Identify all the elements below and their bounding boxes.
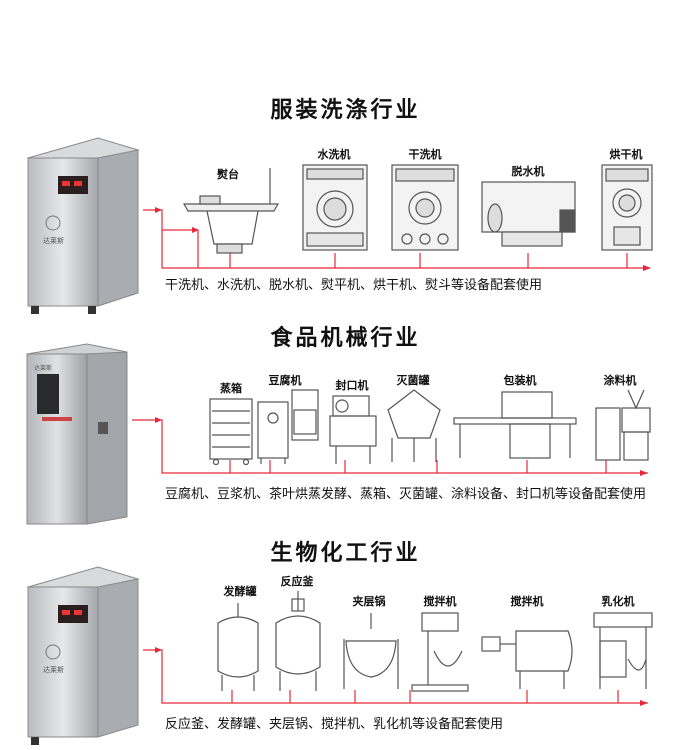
section-title: 食品机械行业 bbox=[270, 326, 421, 351]
machine-label-emulsifier: 乳化机 bbox=[601, 595, 635, 608]
tofu-machine-image bbox=[256, 388, 322, 466]
svg-text:达莱斯: 达莱斯 bbox=[43, 236, 64, 245]
mixer-1-image bbox=[408, 611, 472, 693]
packaging-machine-image bbox=[452, 388, 578, 464]
steam-pipe-network bbox=[143, 207, 651, 271]
machine-label-coating-machine: 涂料机 bbox=[603, 374, 637, 387]
machine-label-spin-dryer: 脱水机 bbox=[511, 165, 545, 178]
machine-label-mixer-1: 搅拌机 bbox=[423, 595, 457, 608]
machine-label-ironing-table: 熨台 bbox=[217, 168, 239, 181]
machine-label-steamer: 蒸箱 bbox=[220, 382, 242, 395]
tumble-dryer-image bbox=[600, 163, 654, 255]
ironing-table-image bbox=[182, 166, 282, 258]
machine-label-tofu-machine: 豆腐机 bbox=[268, 374, 302, 387]
machine-label-dry-cleaner: 干洗机 bbox=[408, 148, 442, 161]
machine-label-fermentation-tank: 发酵罐 bbox=[223, 585, 257, 598]
jacketed-kettle-image bbox=[340, 611, 402, 693]
svg-text:达莱斯: 达莱斯 bbox=[34, 364, 52, 372]
coating-machine-image bbox=[592, 388, 654, 466]
machine-label-reactor: 反应釜 bbox=[280, 575, 314, 588]
spin-dryer-image bbox=[480, 180, 580, 252]
section-biochemical: 生物化工行业 达莱斯 发酵 bbox=[0, 525, 691, 750]
fermentation-tank-image bbox=[214, 601, 262, 693]
steamer-image bbox=[208, 397, 254, 465]
steam-boiler-image: 达莱斯 bbox=[18, 557, 143, 747]
sterilization-tank-image bbox=[384, 388, 444, 464]
machine-label-sterilization-tank: 灭菌罐 bbox=[396, 374, 430, 387]
machine-label-packaging-machine: 包装机 bbox=[503, 374, 537, 387]
steam-pipe-network bbox=[132, 417, 648, 476]
svg-text:达莱斯: 达莱斯 bbox=[43, 665, 64, 674]
mixer-2-image bbox=[480, 611, 578, 693]
reactor-image bbox=[272, 589, 324, 693]
section-caption: 反应釜、发酵罐、夹层锅、搅拌机、乳化机等设备配套使用 bbox=[165, 717, 504, 732]
section-food-machinery: 食品机械行业 达莱斯 蒸箱 bbox=[0, 300, 691, 525]
machine-label-washing-machine: 水洗机 bbox=[317, 148, 351, 161]
section-title: 服装洗涤行业 bbox=[270, 98, 421, 123]
section-caption: 干洗机、水洗机、脱水机、熨平机、烘干机、熨斗等设备配套使用 bbox=[165, 278, 543, 293]
dry-cleaner-image bbox=[390, 163, 460, 255]
sealing-machine-image bbox=[328, 394, 378, 466]
section-title: 生物化工行业 bbox=[270, 541, 421, 566]
machine-label-jacketed-kettle: 夹层锅 bbox=[352, 595, 386, 608]
steam-boiler-image: 达莱斯 bbox=[18, 128, 143, 318]
steam-boiler-image: 达莱斯 bbox=[22, 342, 132, 532]
section-garment-washing: 服装洗涤行业 达莱斯 bbox=[0, 0, 691, 314]
emulsifier-image bbox=[592, 611, 654, 693]
machine-label-sealing-machine: 封口机 bbox=[335, 379, 369, 392]
washing-machine-image bbox=[301, 163, 369, 255]
section-caption: 豆腐机、豆浆机、茶叶烘蒸发酵、蒸箱、灭菌罐、涂料设备、封口机等设备配套使用 bbox=[165, 487, 647, 502]
steam-pipe-network bbox=[143, 647, 648, 706]
machine-label-mixer-2: 搅拌机 bbox=[510, 595, 544, 608]
machine-label-tumble-dryer: 烘干机 bbox=[609, 148, 643, 161]
